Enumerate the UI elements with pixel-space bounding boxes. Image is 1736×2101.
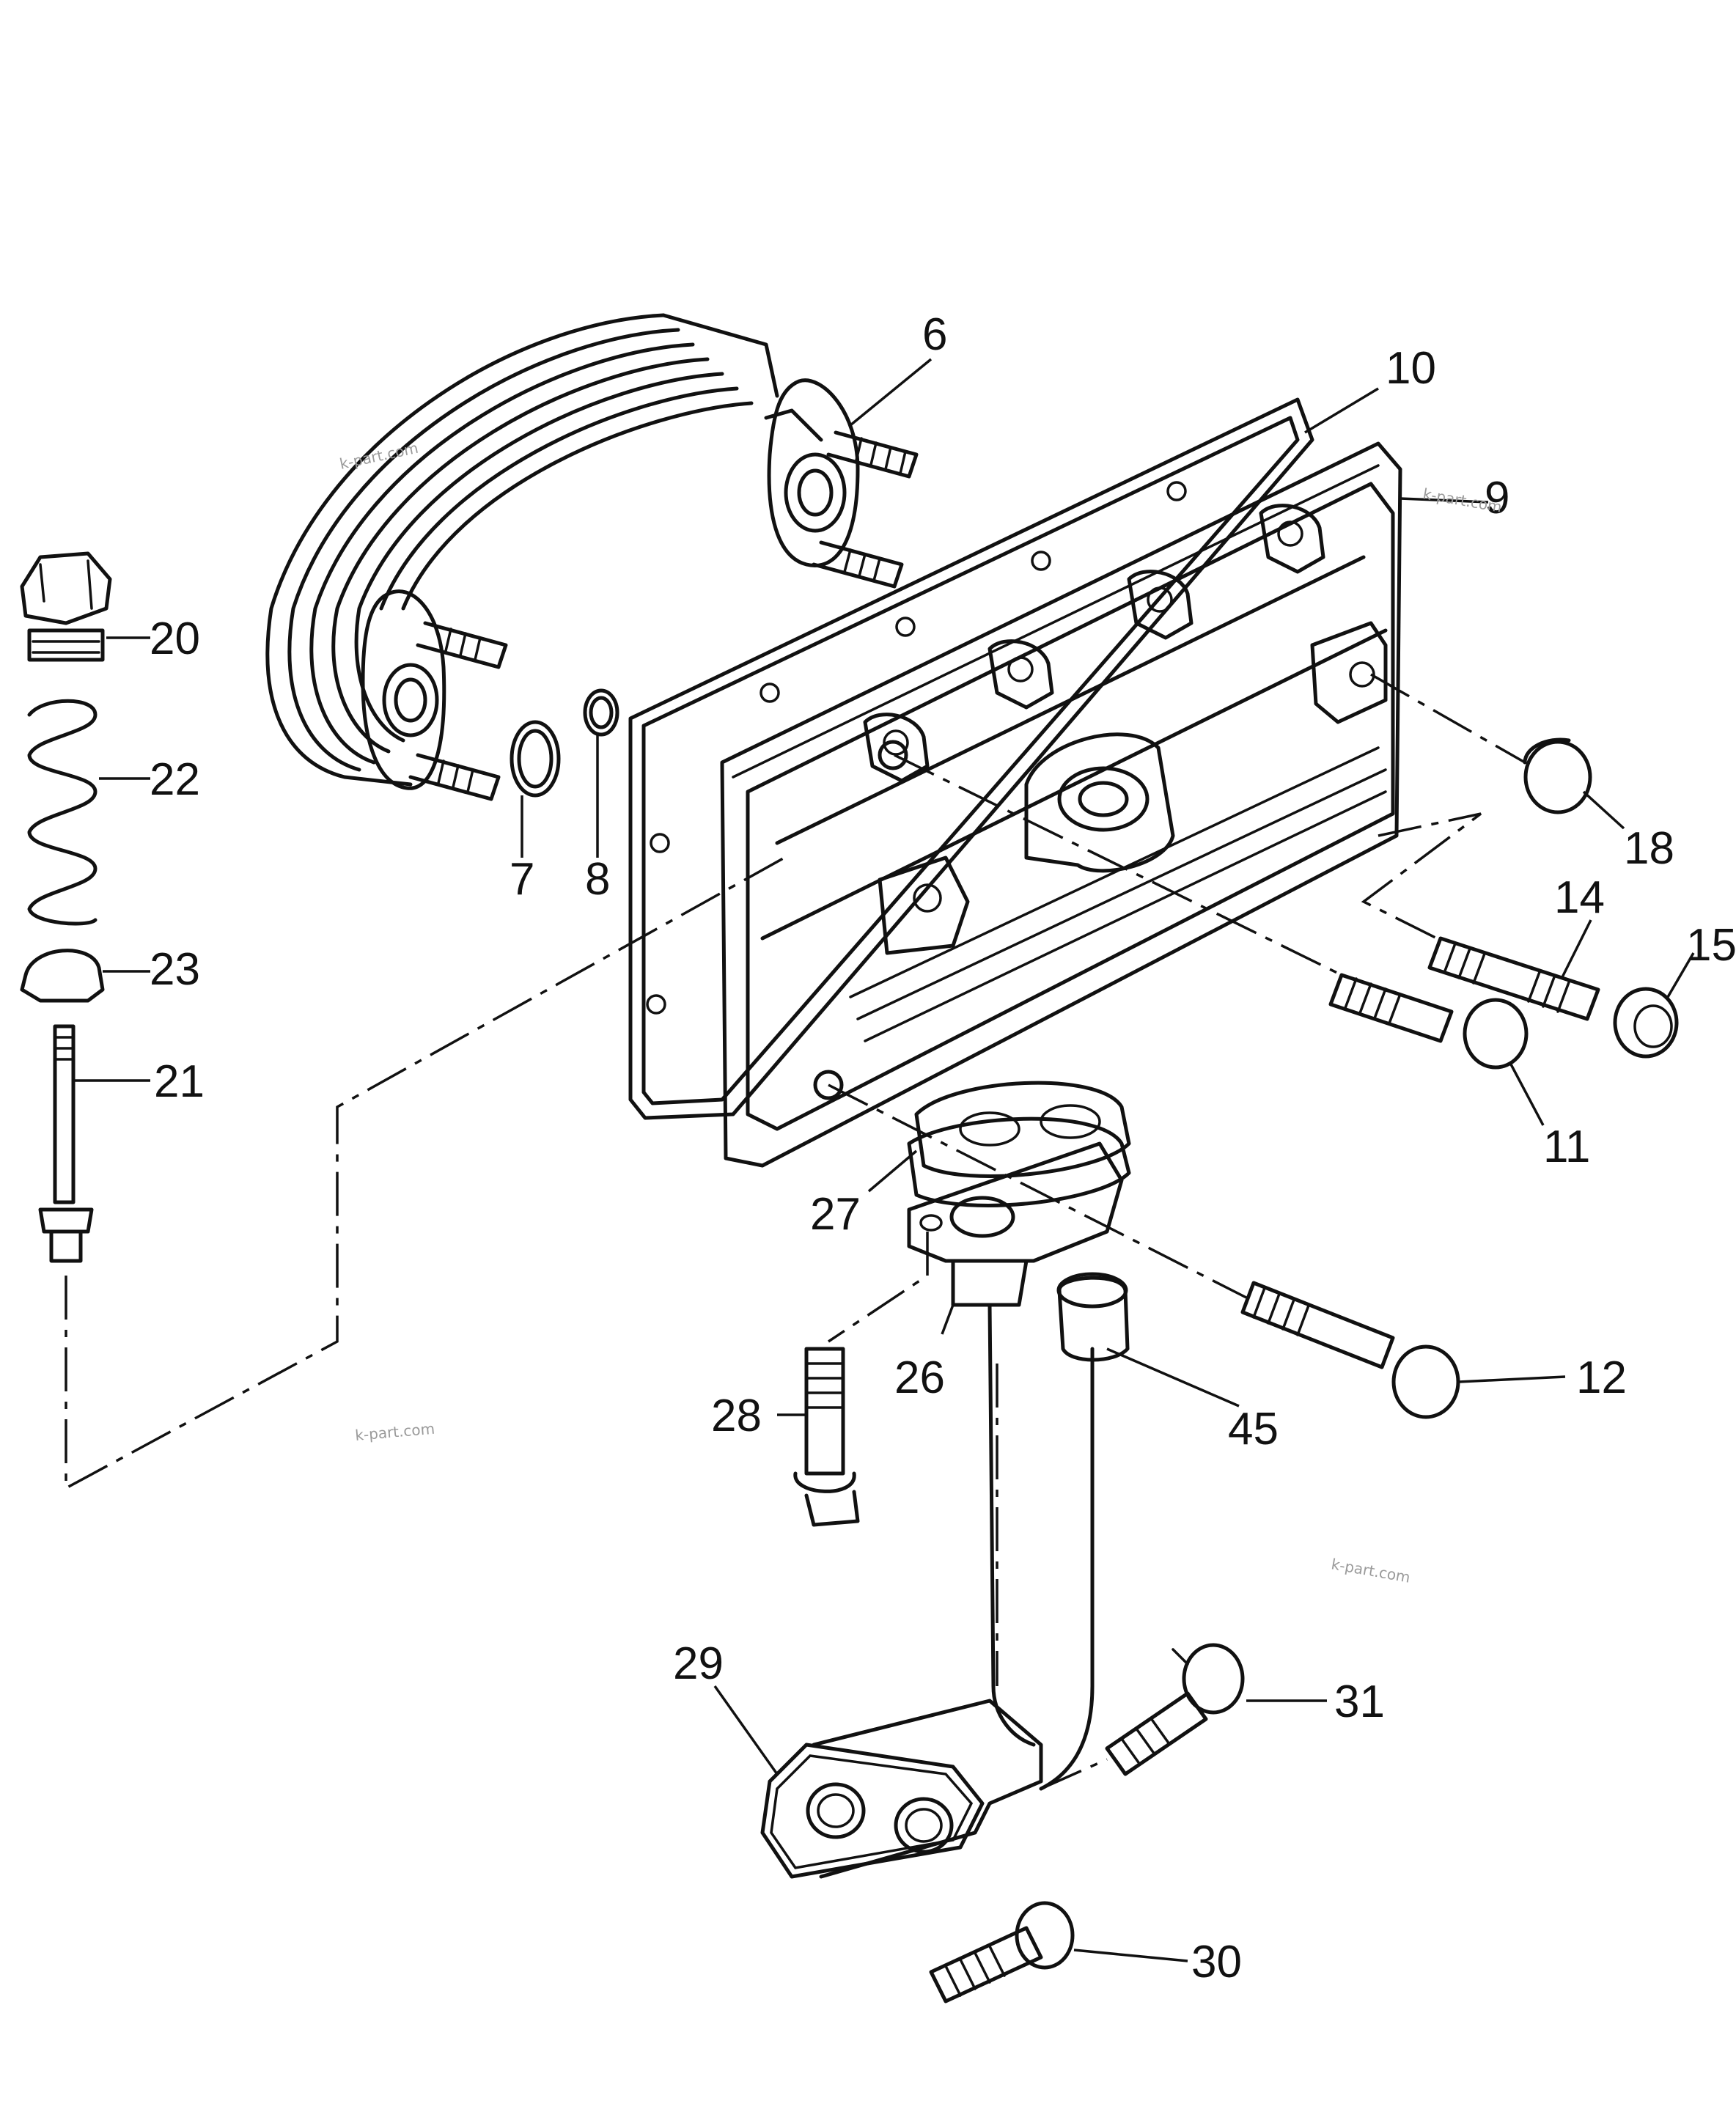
bolt-21 [38, 1024, 94, 1263]
leader-9 [1400, 497, 1489, 504]
o-ring-8 [583, 688, 619, 737]
callout-31: 31 [1334, 1677, 1385, 1727]
callout-18: 18 [1624, 823, 1674, 874]
stud-14 [1427, 936, 1600, 1021]
oil-cooler [265, 313, 860, 790]
leader-29 [713, 1685, 779, 1776]
leader-10 [1304, 387, 1379, 434]
o-ring-8-inner [589, 696, 614, 729]
leader-11 [1509, 1062, 1545, 1126]
callout-29: 29 [673, 1638, 724, 1689]
leader-15 [1666, 952, 1695, 998]
callout-6: 6 [922, 309, 947, 360]
callout-8: 8 [585, 854, 610, 905]
leader-6 [849, 358, 933, 427]
callout-28: 28 [711, 1391, 762, 1441]
leader-45 [1106, 1347, 1240, 1408]
cooler-cover [720, 441, 1402, 1178]
callout-22: 22 [150, 754, 200, 805]
leader-12 [1458, 1375, 1566, 1383]
assembly-line-bolt-12 [828, 1083, 1247, 1299]
bolt-30 [929, 1901, 1075, 2004]
o-ring-7-inner [517, 729, 553, 789]
callout-9: 9 [1485, 473, 1509, 523]
callout-21: 21 [154, 1056, 205, 1107]
stud-bolts [408, 430, 919, 801]
assembly-line-stud-14 [1361, 812, 1482, 940]
spring-22 [27, 699, 98, 926]
assembly-line-bolt-31 [1040, 1758, 1108, 1790]
bolt-18 [1523, 737, 1592, 814]
callout-10: 10 [1386, 343, 1436, 394]
callout-45: 45 [1228, 1404, 1279, 1454]
nut-15 [1613, 987, 1679, 1059]
sleeve-45 [1056, 1272, 1130, 1362]
callout-26: 26 [894, 1353, 945, 1403]
watermark: k-part.com [354, 1420, 435, 1444]
callout-12: 12 [1576, 1353, 1627, 1403]
oil-tube [907, 1141, 1124, 1791]
assembly-line-bolt-11 [894, 754, 1342, 976]
valve-23 [20, 949, 105, 1003]
flange-gasket-27 [907, 1116, 1131, 1207]
gasket [628, 397, 1314, 1120]
bolt-31 [1105, 1643, 1245, 1776]
pipe-flange-29 [760, 1699, 1043, 1879]
leader-18 [1582, 790, 1625, 830]
callout-11: 11 [1543, 1122, 1590, 1172]
bolt-11 [1328, 973, 1529, 1070]
watermark: k-part.com [1330, 1555, 1411, 1586]
callout-20: 20 [150, 614, 200, 664]
bolt-28 [793, 1347, 860, 1527]
plug-20 [20, 551, 112, 662]
leader-26 [941, 1304, 955, 1335]
leader-14 [1560, 919, 1592, 979]
assembly-line-bolt-18 [1370, 673, 1526, 764]
callout-15: 15 [1686, 920, 1736, 971]
callout-30: 30 [1191, 1937, 1242, 1987]
leader-27 [867, 1149, 918, 1193]
assembly-line-valve [65, 856, 785, 1490]
o-ring-7 [510, 720, 561, 798]
callout-14: 14 [1554, 872, 1605, 923]
callout-27: 27 [810, 1189, 861, 1240]
callout-23: 23 [150, 944, 200, 995]
callout-7: 7 [510, 854, 534, 905]
bolt-12 [1240, 1281, 1460, 1419]
leader-30 [1073, 1949, 1188, 1962]
assembly-line-bolt-28 [828, 1232, 929, 1343]
